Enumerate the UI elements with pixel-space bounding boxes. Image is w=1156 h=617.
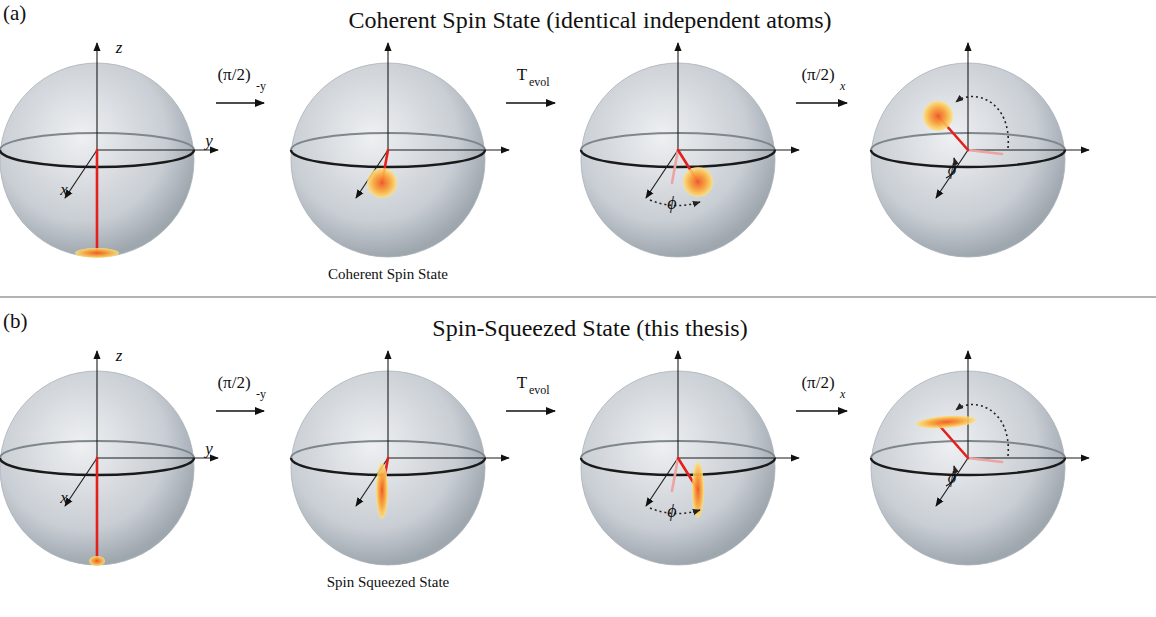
bloch-sphere	[291, 351, 509, 565]
axis-line	[677, 43, 678, 150]
phase-label: ϕ	[948, 470, 956, 486]
panel-title: Coherent Spin State (identical independe…	[348, 8, 831, 32]
pulse-label: (π/2)	[801, 374, 834, 391]
uncertainty-blob	[376, 463, 388, 519]
state-caption: Coherent Spin State	[328, 267, 448, 282]
uncertainty-blob	[916, 414, 977, 430]
axis-label: y	[205, 440, 213, 457]
uncertainty-blob	[89, 556, 105, 566]
bloch-sphere	[581, 43, 799, 257]
axis-line	[678, 457, 799, 458]
spin-vector	[968, 458, 1002, 462]
phase-label: ϕ	[948, 162, 956, 178]
state-caption: Spin Squeezed State	[327, 575, 449, 590]
bloch-sphere	[0, 43, 218, 258]
axis-line	[387, 43, 388, 150]
transition-arrow	[216, 410, 264, 412]
uncertainty-blob	[692, 462, 704, 518]
bloch-sphere	[871, 43, 1089, 257]
pulse-subscript: x	[840, 388, 845, 400]
axis-line	[936, 150, 968, 198]
spin-vector	[968, 150, 1002, 154]
bloch-sphere	[0, 351, 218, 566]
transition-arrow	[796, 410, 847, 412]
phase-label: ϕ	[667, 194, 676, 212]
transition-arrow	[216, 102, 264, 104]
axis-line	[387, 351, 388, 458]
axis-label: z	[116, 39, 123, 56]
bloch-sphere	[871, 351, 1089, 565]
pulse-subscript: x	[840, 80, 845, 92]
phase-label: ϕ	[667, 502, 676, 520]
uncertainty-blob	[683, 167, 713, 197]
evolution-label: T	[517, 66, 527, 83]
axis-line	[65, 150, 97, 198]
panel-letter: (a)	[3, 3, 26, 24]
axis-label: y	[205, 132, 213, 149]
axis-line	[65, 458, 97, 506]
uncertainty-blob	[75, 248, 119, 258]
panel-separator	[0, 296, 1156, 298]
spin-vector	[672, 150, 678, 183]
axis-line	[677, 351, 678, 458]
phase-arc	[956, 97, 1008, 148]
axis-line	[646, 150, 678, 198]
axis-line	[97, 149, 218, 150]
transition-arrow	[506, 410, 555, 412]
phase-arc	[956, 405, 1008, 456]
axis-line	[97, 457, 218, 458]
equator-front	[871, 150, 1065, 167]
evolution-subscript: evol	[529, 76, 550, 88]
spin-vector	[938, 424, 968, 458]
bloch-sphere	[581, 351, 799, 565]
pulse-label: (π/2)	[801, 66, 834, 83]
transition-arrow	[796, 102, 847, 104]
pulse-subscript: -y	[256, 388, 266, 400]
evolution-subscript: evol	[529, 384, 550, 396]
axis-line	[96, 43, 97, 150]
axis-line	[968, 457, 1089, 458]
spin-vector	[672, 458, 678, 491]
spin-vector	[96, 150, 99, 253]
pulse-label: (π/2)	[217, 66, 250, 83]
axis-line	[678, 149, 799, 150]
axis-line	[936, 458, 968, 506]
evolution-label: T	[517, 374, 527, 391]
axis-label: z	[116, 347, 123, 364]
bloch-sphere	[291, 43, 509, 257]
spin-vector	[96, 458, 99, 561]
pulse-subscript: -y	[256, 80, 266, 92]
equator-front	[871, 458, 1065, 475]
axis-line	[968, 149, 1089, 150]
axis-label: x	[60, 181, 68, 198]
panel-letter: (b)	[3, 311, 28, 332]
uncertainty-blob	[367, 168, 397, 198]
pulse-label: (π/2)	[217, 374, 250, 391]
axis-line	[646, 458, 678, 506]
transition-arrow	[506, 102, 555, 104]
axis-line	[388, 457, 509, 458]
panel-title: Spin-Squeezed State (this thesis)	[432, 316, 747, 340]
axis-line	[388, 149, 509, 150]
axis-line	[96, 351, 97, 458]
uncertainty-blob	[923, 101, 953, 131]
axis-label: x	[60, 489, 68, 506]
